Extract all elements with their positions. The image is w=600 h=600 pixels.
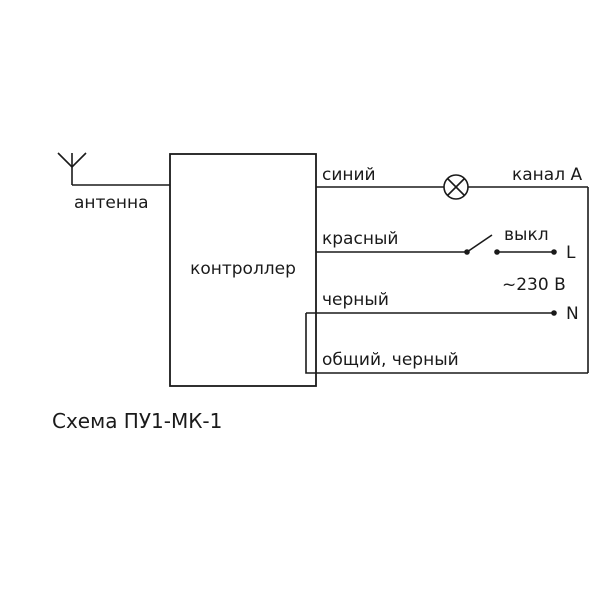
wire-black-label: черный: [322, 290, 389, 310]
terminal-neutral-label: N: [566, 304, 579, 324]
terminal-line-dot: [551, 249, 557, 255]
terminal-neutral-dot: [551, 310, 557, 316]
wire-blue-label: синий: [322, 165, 376, 185]
switch-label: выкл: [504, 225, 549, 245]
wire-red-label: красный: [322, 229, 398, 249]
switch-icon: [464, 234, 500, 255]
supply-label: ~230 В: [502, 275, 566, 295]
controller-box: [169, 153, 317, 387]
antenna-label: антенна: [74, 193, 149, 213]
controller-label: контроллер: [190, 259, 296, 279]
wire-common: [305, 313, 588, 374]
antenna-icon: [57, 152, 87, 185]
terminal-line-label: L: [566, 243, 576, 263]
wire-common-label: общий, черный: [322, 350, 459, 370]
diagram-caption: Схема ПУ1-МК-1: [52, 409, 222, 433]
lamp-icon: [443, 174, 469, 200]
channel-label: канал А: [512, 165, 582, 185]
